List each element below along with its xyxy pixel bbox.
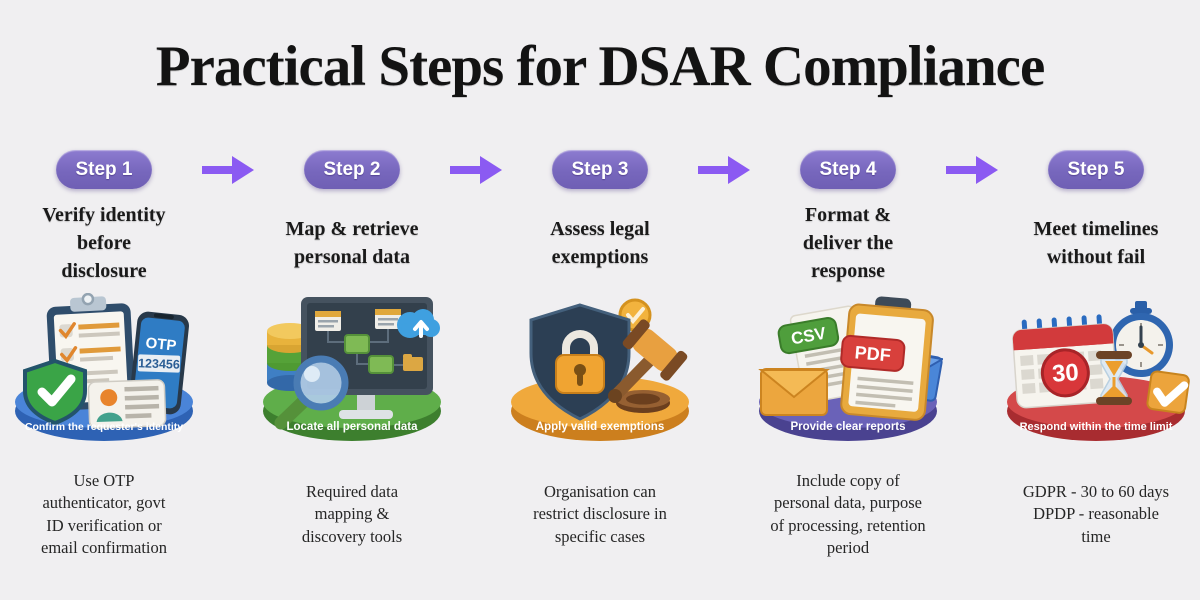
pdf-clipboard-icon: PDF [840,295,934,421]
step-4-badge: Step 4 [800,149,896,189]
illustration-caption: Locate all personal data [286,421,418,433]
monitor-stand [339,394,393,419]
arrow-right-icon [698,154,750,191]
step-2-description: Required data mapping & discovery tools [301,482,403,546]
hourglass-icon [1096,350,1132,405]
step-3-description: Organisation can restrict disclosure in … [533,482,667,546]
page-title: Practical Steps for DSAR Compliance [155,35,1046,98]
otp-label: OTP [145,334,177,354]
step-4-title: Format & deliver the response [802,203,894,282]
deadline-timers-illustration: 30 Respond within the time limi [1001,293,1191,445]
calendar-day-label: 30 [1051,358,1080,387]
legal-exemptions-illustration: Apply valid exemptions [505,293,695,445]
illustration-caption: Confirm the requester's identity [25,421,183,433]
illustration-caption: Apply valid exemptions [536,421,664,433]
orange-envelope-icon [758,367,830,416]
shield-check-icon [23,358,87,425]
steps-row: Step 1 Verify identity before disclosure [0,149,1200,563]
step-2-title: Map & retrieve personal data [285,217,419,268]
step-column-4: Step 4 Format & deliver the response [750,149,946,563]
step-column-5: Step 5 Meet timelines without fail [998,149,1194,563]
identity-verification-illustration: OTP 123456 [9,292,199,445]
otp-code: 123456 [138,356,180,371]
step-5-badge: Step 5 [1048,149,1144,189]
step-5-title: Meet timelines without fail [1033,217,1159,268]
arrow-right-icon [946,154,998,191]
id-card-icon [87,378,167,429]
step-column-1: Step 1 Verify identity before disclosure [6,149,202,563]
report-delivery-illustration: CSV PDF [753,293,943,445]
arrow-right-icon [202,154,254,191]
gavel-icon [608,318,688,413]
illustration-caption: Provide clear reports [790,421,905,433]
arrow-right-icon [450,154,502,191]
pdf-label: PDF [854,342,892,365]
calendar-day-30-icon: 30 [1012,313,1118,408]
step-column-3: Step 3 Assess legal exemptions [502,149,698,563]
step-4-description: Include copy of personal data, purpose o… [770,471,926,557]
step-2-badge: Step 2 [304,149,400,189]
folder-check-icon [1146,370,1190,414]
step-3-title: Assess legal exemptions [550,217,650,268]
magnifying-glass-icon [274,355,349,430]
illustration-caption: Respond within the time limit [1020,421,1173,433]
step-column-2: Step 2 Map & retrieve personal data [254,149,450,563]
cloud-upload-icon [397,308,440,338]
step-1-title: Verify identity before disclosure [42,203,166,282]
data-discovery-illustration: Locate all personal data [257,293,447,445]
step-5-description: GDPR - 30 to 60 days DPDP - reasonable t… [1022,482,1170,546]
step-1-badge: Step 1 [56,149,152,189]
shield-padlock-icon [529,302,631,421]
step-1-description: Use OTP authenticator, govt ID verificat… [41,471,167,557]
step-3-badge: Step 3 [552,149,648,189]
